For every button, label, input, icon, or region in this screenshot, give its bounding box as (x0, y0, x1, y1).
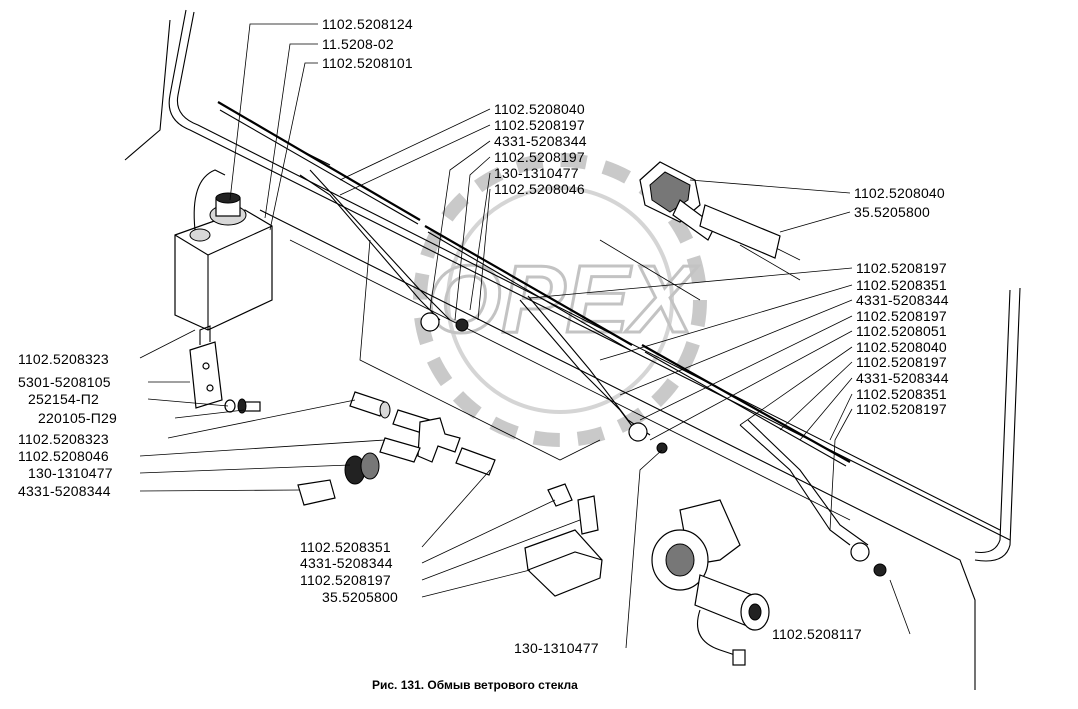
part-label: 35.5205800 (854, 204, 930, 220)
part-label: 4331-5208344 (494, 133, 587, 149)
part-label: 11.5208-02 (322, 36, 394, 52)
part-label: 1102.5208124 (322, 16, 413, 32)
part-label: 1102.5208051 (856, 323, 947, 339)
part-label: 1102.5208197 (300, 572, 391, 588)
part-label: 1102.5208197 (494, 149, 585, 165)
part-label: 1102.5208101 (322, 55, 413, 71)
part-label: 4331-5208344 (856, 370, 949, 386)
wiper-motor-bottom (651, 499, 770, 666)
part-label: 5301-5208105 (18, 374, 111, 390)
part-label: 1102.5208351 (856, 277, 947, 293)
part-label: 1102.5208351 (300, 539, 391, 555)
part-label: 1102.5208323 (18, 351, 109, 367)
wiper-motor-top (639, 161, 801, 281)
part-label: 220105-П29 (38, 410, 118, 426)
part-label: 4331-5208344 (18, 483, 111, 499)
hose-clip (524, 483, 603, 597)
part-label: 1102.5208197 (494, 117, 585, 133)
part-label: 1102.5208197 (856, 260, 947, 276)
part-label: 1102.5208117 (772, 626, 862, 642)
part-label: 1102.5208197 (856, 401, 947, 417)
part-label: 1102.5208046 (18, 448, 109, 464)
part-label: 1102.5208040 (856, 339, 947, 355)
part-label: 1102.5208197 (856, 308, 947, 324)
hose-set (297, 391, 496, 506)
part-label: 1102.5208040 (854, 185, 945, 201)
screw (237, 398, 261, 414)
part-label: 1102.5208040 (494, 101, 585, 117)
part-label: 252154-П2 (28, 391, 100, 407)
part-label: 1102.5208197 (856, 354, 947, 370)
part-label: 4331-5208344 (856, 292, 949, 308)
part-label: 1102.5208323 (18, 431, 109, 447)
part-label: 130-1310477 (494, 165, 579, 181)
part-label: 1102.5208046 (494, 181, 585, 197)
part-label: 130-1310477 (514, 640, 599, 656)
part-label: 1102.5208351 (856, 386, 947, 402)
part-label: 35.5205800 (322, 589, 398, 605)
figure-caption: Рис. 131. Обмыв ветрового стекла (372, 678, 578, 692)
part-label: 130-1310477 (28, 465, 113, 481)
part-label: 4331-5208344 (300, 555, 393, 571)
leader-lines (139, 23, 911, 649)
wiper-blade-left (217, 101, 469, 332)
washer-reservoir (174, 169, 273, 331)
wiper-blade-center (424, 225, 668, 454)
pump-bracket (189, 325, 223, 409)
